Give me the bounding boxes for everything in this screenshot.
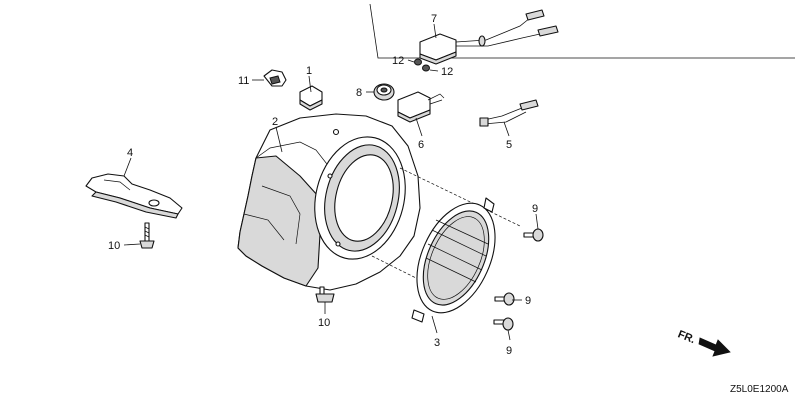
leader-12-left [407, 59, 415, 63]
fan-screen [411, 197, 496, 323]
screw-12-left [414, 58, 422, 66]
callout-9-lower: 9 [506, 345, 512, 357]
leader-1 [308, 75, 312, 93]
callout-1: 1 [306, 65, 312, 77]
clip [263, 69, 287, 87]
callout-8: 8 [356, 87, 362, 99]
callout-3: 3 [434, 337, 440, 349]
leader-9-lower [507, 329, 511, 341]
oil-switch [397, 91, 445, 123]
leader-12-right [429, 69, 439, 72]
bolt-9-lower [493, 317, 514, 331]
wire-harness [479, 99, 539, 127]
bolt-10-left [139, 222, 155, 249]
leader-4 [123, 157, 132, 177]
section-frame [369, 3, 795, 59]
holder [299, 85, 323, 111]
diagram-code: Z5L0E1200A [730, 384, 789, 395]
alignment-line-upper [399, 167, 521, 227]
bolt-9-upper [523, 228, 544, 242]
switch-unit [419, 9, 559, 65]
leader-10-left [123, 243, 141, 246]
bolt-10-center [315, 286, 335, 303]
leader-2 [275, 126, 283, 153]
callout-7: 7 [431, 13, 437, 25]
leader-6 [415, 117, 423, 137]
bolt-9-middle [494, 292, 515, 306]
leader-7 [433, 23, 437, 39]
callout-9-middle: 9 [525, 295, 531, 307]
screw-12-right [422, 64, 430, 72]
air-guide-plate [85, 173, 183, 219]
leader-3 [431, 315, 438, 334]
callout-12-right: 12 [441, 66, 453, 78]
callout-11: 11 [238, 75, 249, 87]
callout-12-left: 12 [392, 55, 404, 67]
callout-2: 2 [272, 116, 278, 128]
direction-label: FR. [676, 328, 697, 346]
arrow-icon [698, 337, 731, 357]
front-direction-arrow: FR. [676, 328, 731, 357]
callout-6: 6 [418, 139, 424, 151]
callout-4: 4 [127, 147, 133, 159]
leader-9-upper [535, 213, 539, 230]
grommet [373, 83, 395, 101]
callout-9-upper: 9 [532, 203, 538, 215]
callout-10-center: 10 [318, 317, 330, 329]
fan-cover [237, 113, 421, 291]
callout-10-left: 10 [108, 240, 120, 252]
leader-5 [503, 121, 510, 137]
callout-5: 5 [506, 139, 512, 151]
